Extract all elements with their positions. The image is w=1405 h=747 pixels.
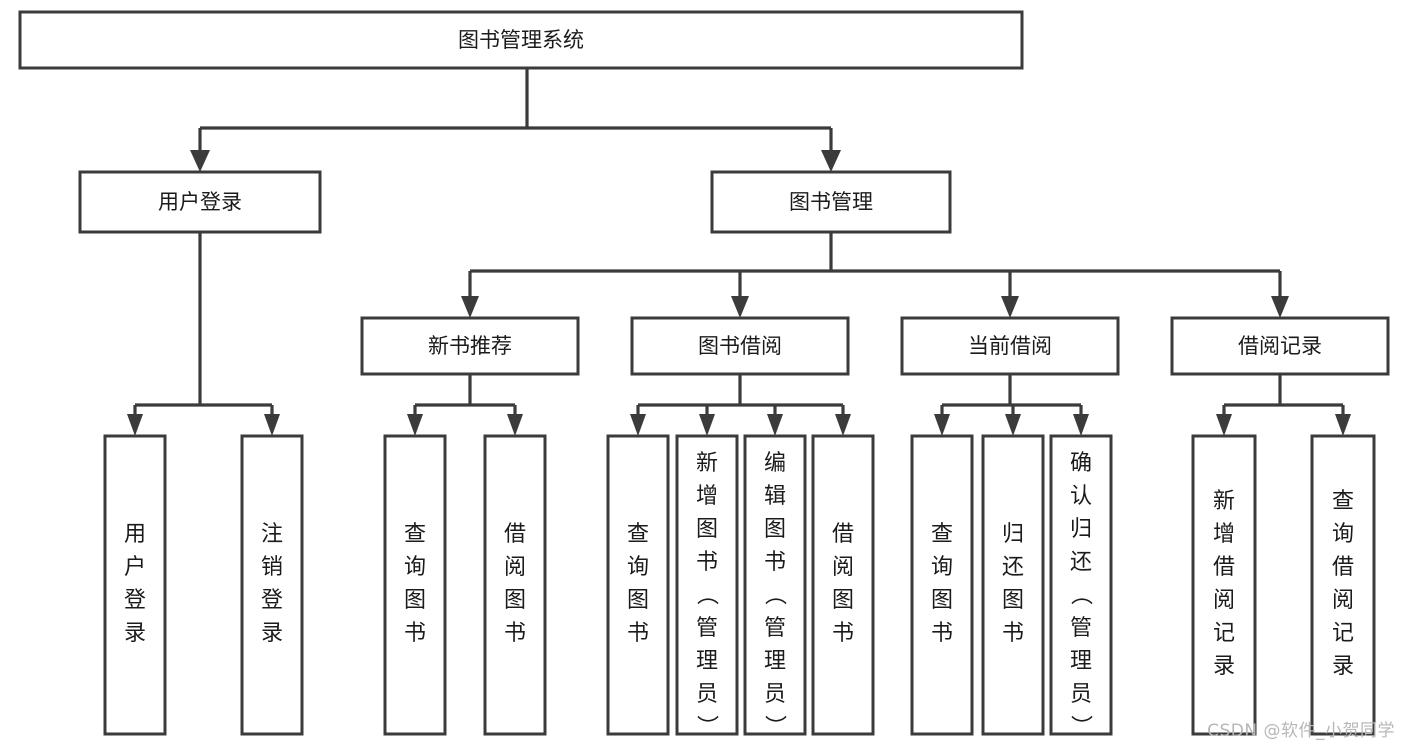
arrow-head-leaf-query-books-current xyxy=(934,414,950,436)
arrow-head-leaf-borrow-books-recommend xyxy=(507,414,523,436)
node-leaf-user-login[interactable]: 用户登录 xyxy=(103,434,167,736)
node-leaf-query-books-current[interactable]: 查询图书 xyxy=(910,434,974,736)
node-new-book-recommend[interactable]: 新书推荐 xyxy=(360,316,580,376)
node-leaf-query-books-borrow-label: 查询图书 xyxy=(627,522,649,646)
node-leaf-add-borrow-record[interactable]: 新增借阅记录 xyxy=(1191,434,1257,736)
node-user-login-box[interactable] xyxy=(78,170,322,234)
node-leaf-query-books-recommend[interactable]: 查询图书 xyxy=(383,434,447,736)
arrow-head-leaf-borrow-book xyxy=(835,414,851,436)
connector-group-root xyxy=(190,68,841,172)
connector-group-book-management xyxy=(461,232,1289,318)
node-root-label: 图书管理系统 xyxy=(458,28,584,52)
node-leaf-add-book-admin-box[interactable] xyxy=(675,434,739,736)
node-root-box[interactable] xyxy=(18,10,1024,70)
node-borrow-record-box[interactable] xyxy=(1170,316,1390,376)
connector-group-current-borrow xyxy=(934,374,1089,436)
node-book-management[interactable]: 图书管理 xyxy=(710,170,952,234)
node-leaf-edit-book-admin[interactable]: 编辑图书（管理员） xyxy=(743,434,807,740)
node-current-borrow-box[interactable] xyxy=(900,316,1120,376)
node-leaf-borrow-books-recommend[interactable]: 借阅图书 xyxy=(483,434,547,736)
arrow-head-book-management xyxy=(821,150,841,172)
node-leaf-query-books-recommend-box[interactable] xyxy=(383,434,447,736)
node-leaf-logout-login[interactable]: 注销登录 xyxy=(240,434,304,736)
node-book-borrow-box[interactable] xyxy=(630,316,850,376)
node-user-login-label: 用户登录 xyxy=(158,190,242,214)
node-leaf-query-borrow-record-box[interactable] xyxy=(1310,434,1376,736)
node-book-borrow-label: 图书借阅 xyxy=(698,334,782,358)
node-leaf-borrow-book[interactable]: 借阅图书 xyxy=(811,434,875,736)
node-leaf-borrow-books-recommend-label: 借阅图书 xyxy=(504,522,526,646)
arrow-head-leaf-query-books-borrow xyxy=(630,414,646,436)
node-leaf-confirm-return-admin-box[interactable] xyxy=(1049,434,1113,736)
arrow-head-leaf-confirm-return-admin xyxy=(1073,414,1089,436)
node-leaf-add-borrow-record-label: 新增借阅记录 xyxy=(1213,489,1235,679)
arrow-head-leaf-add-book-admin xyxy=(699,414,715,436)
arrow-head-leaf-query-books-recommend xyxy=(407,414,423,436)
arrow-head-leaf-user-login xyxy=(127,414,143,436)
node-book-management-box[interactable] xyxy=(710,170,952,234)
node-leaf-logout-login-label: 注销登录 xyxy=(261,522,283,646)
node-leaf-borrow-books-recommend-box[interactable] xyxy=(483,434,547,736)
connector-group-book-borrow xyxy=(630,374,851,436)
node-borrow-record-label: 借阅记录 xyxy=(1238,334,1322,358)
node-new-book-recommend-box[interactable] xyxy=(360,316,580,376)
node-leaf-add-borrow-record-box[interactable] xyxy=(1191,434,1257,736)
node-leaf-return-book[interactable]: 归还图书 xyxy=(981,434,1045,736)
node-leaf-user-login-label: 用户登录 xyxy=(124,522,146,646)
connector-group-user-login xyxy=(127,232,280,436)
node-borrow-record[interactable]: 借阅记录 xyxy=(1170,316,1390,376)
connector-group-borrow-record xyxy=(1216,374,1351,436)
node-new-book-recommend-label: 新书推荐 xyxy=(428,334,512,358)
node-current-borrow-label: 当前借阅 xyxy=(968,334,1052,358)
node-root[interactable]: 图书管理系统 xyxy=(18,10,1024,70)
arrow-head-leaf-add-borrow-record xyxy=(1216,414,1232,436)
node-leaf-add-book-admin-label: 新增图书（管理员） xyxy=(696,451,719,740)
node-book-management-label: 图书管理 xyxy=(789,190,873,214)
node-leaf-logout-login-box[interactable] xyxy=(240,434,304,736)
node-leaf-query-books-borrow[interactable]: 查询图书 xyxy=(606,434,670,736)
node-leaf-borrow-book-box[interactable] xyxy=(811,434,875,736)
arrow-head-current-borrow xyxy=(1001,296,1019,318)
arrow-head-user-login xyxy=(190,150,210,172)
node-leaf-confirm-return-admin[interactable]: 确认归还（管理员） xyxy=(1049,434,1113,740)
connector-group-new-book-recommend xyxy=(407,374,523,436)
node-leaf-edit-book-admin-box[interactable] xyxy=(743,434,807,736)
arrow-head-leaf-query-borrow-record xyxy=(1335,414,1351,436)
node-leaf-borrow-book-label: 借阅图书 xyxy=(832,522,854,646)
arrow-head-leaf-logout-login xyxy=(264,414,280,436)
node-leaf-add-book-admin[interactable]: 新增图书（管理员） xyxy=(675,434,739,740)
leaf-node-layer: 用户登录 注销登录 查询图书 借阅图书 查询图书 新增图书（管理员） 编辑图书（管理员） 借阅… xyxy=(103,434,1376,740)
node-leaf-query-borrow-record[interactable]: 查询借阅记录 xyxy=(1310,434,1376,736)
arrow-head-leaf-return-book xyxy=(1005,414,1021,436)
node-leaf-query-books-current-box[interactable] xyxy=(910,434,974,736)
node-leaf-edit-book-admin-label: 编辑图书（管理员） xyxy=(764,451,787,740)
node-leaf-query-books-current-label: 查询图书 xyxy=(931,522,953,646)
arrow-head-new-book-recommend xyxy=(461,296,479,318)
node-user-login[interactable]: 用户登录 xyxy=(78,170,322,234)
node-leaf-query-books-borrow-box[interactable] xyxy=(606,434,670,736)
arrow-head-book-borrow xyxy=(731,296,749,318)
node-leaf-query-books-recommend-label: 查询图书 xyxy=(404,522,426,646)
arrow-head-borrow-record xyxy=(1271,296,1289,318)
node-leaf-return-book-label: 归还图书 xyxy=(1002,522,1024,646)
node-leaf-user-login-box[interactable] xyxy=(103,434,167,736)
node-leaf-confirm-return-admin-label: 确认归还（管理员） xyxy=(1070,451,1093,740)
node-book-borrow[interactable]: 图书借阅 xyxy=(630,316,850,376)
node-current-borrow[interactable]: 当前借阅 xyxy=(900,316,1120,376)
node-leaf-return-book-box[interactable] xyxy=(981,434,1045,736)
node-leaf-query-borrow-record-label: 查询借阅记录 xyxy=(1332,489,1354,679)
arrow-head-leaf-edit-book-admin xyxy=(767,414,783,436)
